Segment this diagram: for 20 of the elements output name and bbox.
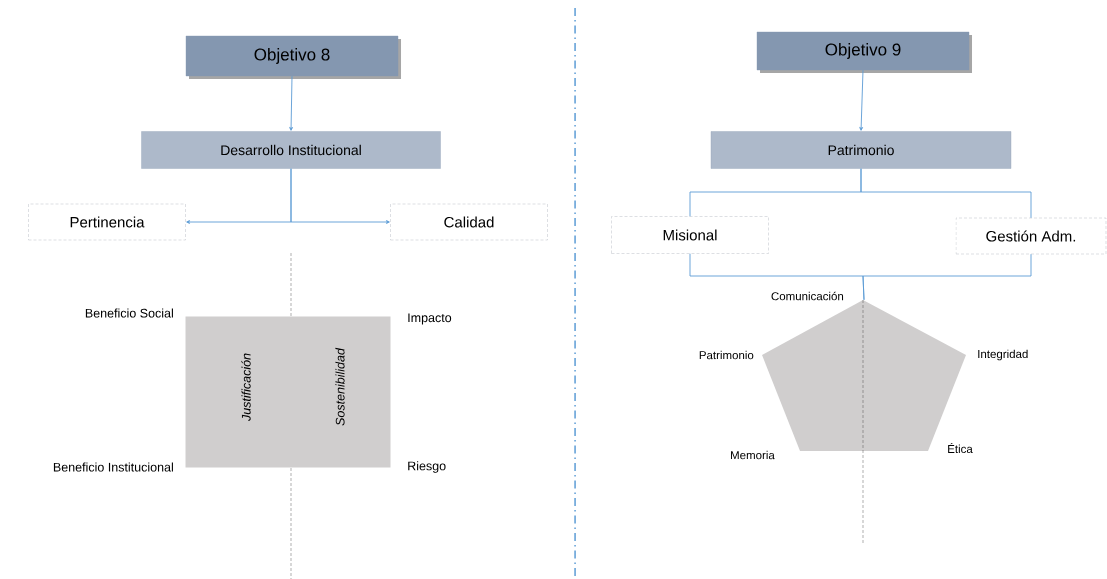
connector-arrow — [290, 168, 390, 224]
corner-label: Impacto — [408, 313, 452, 325]
category-box: Desarrollo Institucional — [141, 131, 441, 169]
objective-box: Objetivo 8 — [185, 35, 401, 79]
connector-arrow — [859, 69, 864, 131]
corner-label: Comunicación — [771, 291, 844, 301]
quadrant-square: Justificación Sostenibilidad — [185, 316, 391, 468]
corner-label: Ética — [948, 442, 973, 454]
dimension-box: Calidad — [390, 203, 548, 241]
connector-arrow — [289, 75, 293, 131]
dimension-box: Pertinencia — [28, 203, 186, 241]
corner-label: Beneficio Institucional — [53, 462, 173, 472]
dimension-box: Gestión Adm. — [955, 217, 1107, 255]
category-box: Patrimonio — [710, 131, 1012, 169]
dimension-box: Misional — [611, 216, 769, 254]
objective-box: Objetivo 9 — [756, 31, 972, 73]
corner-label: Integridad — [978, 349, 1028, 361]
corner-label: Beneficio Social — [85, 308, 173, 318]
corner-label: Memoria — [731, 450, 775, 460]
corner-label: Riesgo — [408, 461, 446, 473]
